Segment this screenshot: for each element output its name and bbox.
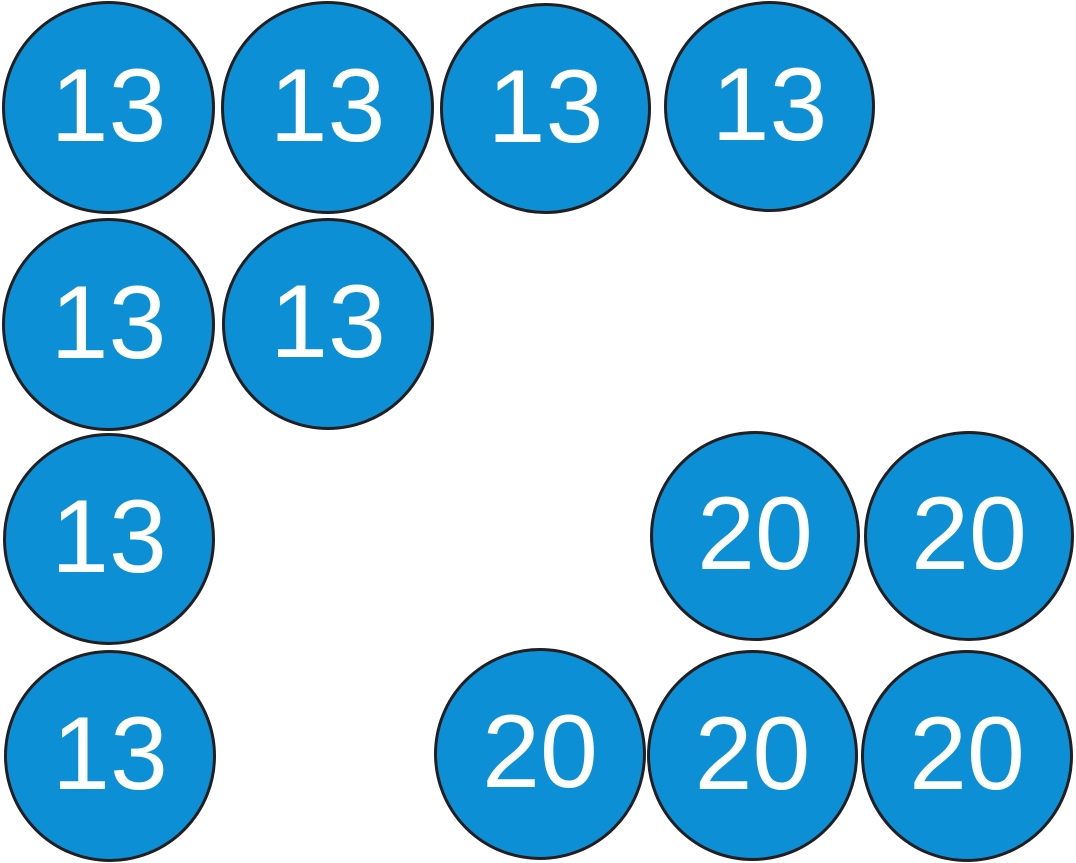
circle-token-label: 20 (694, 695, 811, 812)
circle-token-label: 20 (482, 694, 598, 810)
circle-token-label: 20 (911, 476, 1027, 592)
circle-token-label: 13 (50, 47, 167, 164)
circle-token[interactable]: 13 (664, 1, 875, 212)
circle-token[interactable]: 20 (861, 650, 1073, 862)
circle-token[interactable]: 13 (221, 1, 434, 214)
circle-token[interactable]: 20 (434, 648, 646, 860)
circle-token[interactable]: 13 (4, 650, 216, 862)
circle-token-label: 13 (52, 696, 168, 812)
circle-token-label: 20 (909, 696, 1025, 812)
circle-token[interactable]: 20 (647, 650, 858, 861)
circle-token[interactable]: 13 (222, 218, 434, 430)
circle-token-label: 13 (270, 264, 386, 380)
circle-token-label: 13 (50, 264, 167, 381)
circle-token[interactable]: 20 (650, 431, 860, 641)
circle-token[interactable]: 13 (2, 1, 215, 214)
circle-token-label: 20 (697, 476, 813, 592)
circle-token-label: 13 (269, 47, 386, 164)
circle-token[interactable]: 13 (440, 3, 651, 214)
circle-token[interactable]: 20 (864, 431, 1074, 641)
circle-token[interactable]: 13 (3, 433, 215, 645)
circle-token[interactable]: 13 (2, 218, 215, 431)
circle-token-label: 13 (487, 48, 604, 165)
circle-token-label: 13 (51, 479, 167, 595)
circle-token-label: 13 (711, 46, 828, 163)
